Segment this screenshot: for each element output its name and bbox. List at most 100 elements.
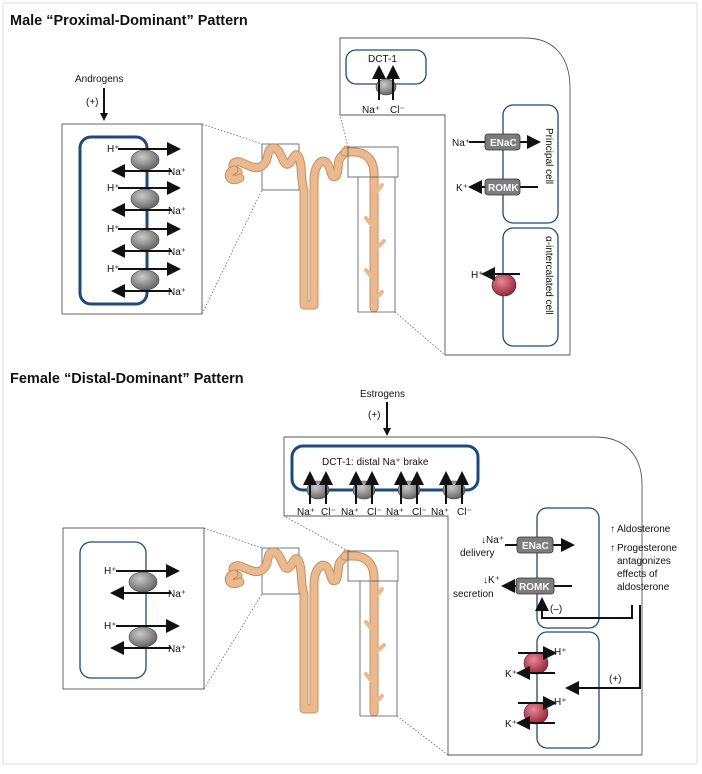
svg-text:Na⁺: Na⁺ (297, 507, 315, 518)
svg-text:Na⁺: Na⁺ (168, 287, 186, 298)
androgens-label: Androgens (75, 74, 123, 85)
svg-text:Cl⁻: Cl⁻ (390, 105, 405, 116)
svg-text:H⁺: H⁺ (554, 647, 567, 658)
female-enac-channel: ENaC ↓Na⁺ delivery (460, 535, 575, 559)
svg-text:Cl⁻: Cl⁻ (367, 507, 382, 518)
female-ncc-transporter-4: Na⁺ Cl⁻ (431, 471, 472, 518)
inhibition-arrow (535, 597, 633, 619)
progesterone-up-arrow: ↑ (610, 543, 615, 554)
female-cd-highlight-box (359, 581, 398, 717)
androgens-effect: (+) (86, 97, 99, 108)
female-dct-label: DCT-1: distal Na⁺ brake (322, 457, 429, 468)
svg-text:H⁺: H⁺ (107, 224, 120, 235)
female-title: Female “Distal-Dominant” Pattern (10, 371, 244, 387)
svg-text:ENaC: ENaC (522, 541, 549, 552)
stimulation-label: (+) (609, 674, 622, 685)
svg-text:delivery: delivery (460, 548, 494, 559)
male-dct-label: DCT-1 (368, 54, 397, 65)
male-pt-cell (78, 135, 149, 306)
svg-text:H⁺: H⁺ (554, 697, 567, 708)
svg-text:K⁺: K⁺ (505, 719, 517, 730)
svg-text:Na⁺: Na⁺ (168, 167, 186, 178)
male-exchanger-4: H⁺ Na⁺ (107, 262, 186, 298)
female-zoom-line-cd (396, 715, 449, 756)
svg-text:K⁺: K⁺ (505, 669, 517, 680)
male-title: Male “Proximal-Dominant” Pattern (10, 13, 248, 29)
aldosterone-up-arrow: ↑ (610, 524, 615, 535)
male-proximal-tubule-panel: H⁺ Na⁺ H⁺ Na⁺ H⁺ Na⁺ H⁺ Na⁺ (61, 123, 203, 315)
svg-text:secretion: secretion (453, 589, 494, 600)
female-principal-cell (536, 507, 600, 629)
female-zoom-line-dct (283, 515, 349, 552)
svg-text:Cl⁻: Cl⁻ (321, 507, 336, 518)
svg-text:Cl⁻: Cl⁻ (412, 507, 427, 518)
male-cd-highlight-box (357, 177, 396, 313)
female-pt-cell (79, 541, 147, 679)
female-ncc-transporter-3: Na⁺ Cl⁻ (386, 471, 427, 518)
male-dct-highlight-box (347, 146, 399, 178)
progesterone-note-line4: aldosterone (617, 582, 670, 593)
female-hk-atpase-2: H⁺ K⁺ (505, 696, 567, 730)
svg-text:Cl⁻: Cl⁻ (457, 507, 472, 518)
estrogens-effect: (+) (368, 410, 381, 421)
female-zoom-line-left-top (203, 527, 263, 549)
svg-text:H⁺: H⁺ (107, 183, 120, 194)
progesterone-note-line3: effects of (617, 569, 658, 580)
male-distal-panel: DCT-1 Na⁺ Cl⁻ Principal cell ENaC Na⁺ RO… (339, 37, 571, 356)
svg-text:Na⁺: Na⁺ (362, 105, 380, 116)
female-nephron (224, 547, 399, 717)
male-ncc-transporter (375, 78, 397, 96)
svg-text:Na⁺: Na⁺ (341, 507, 359, 518)
male-principal-label: Principal cell (543, 128, 554, 184)
svg-text:Na⁺: Na⁺ (452, 138, 470, 149)
male-zoom-line-dct (339, 114, 349, 148)
male-exchanger-1: H⁺ Na⁺ (107, 142, 186, 178)
romk-inhibition-label: (–) (550, 604, 562, 615)
svg-text:↓Na⁺: ↓Na⁺ (481, 535, 504, 546)
male-zoom-line-cd (394, 311, 446, 356)
female-ncc-transporter-1: Na⁺ Cl⁻ (297, 471, 336, 518)
female-intercalated-cell (536, 631, 600, 749)
male-intercalated-label: α-intercalated cell (543, 236, 554, 315)
progesterone-note-line1: Progesterone (617, 543, 677, 554)
female-exchanger-1: H⁺ Na⁺ (104, 564, 186, 600)
male-enac-channel: ENaC Na⁺ (452, 133, 541, 151)
female-distal-panel: DCT-1: distal Na⁺ brake Na⁺ Cl⁻ Na⁺ Cl⁻ … (283, 436, 643, 756)
svg-text:Na⁺: Na⁺ (168, 206, 186, 217)
svg-text:ROMK: ROMK (519, 582, 550, 593)
female-ncc-transporter-2: Na⁺ Cl⁻ (341, 471, 382, 518)
aldosterone-note: Aldosterone (617, 524, 671, 535)
male-zoom-line-left-bottom (201, 189, 263, 315)
hormone-notes: ↑ Aldosterone ↑ Progesterone antagonizes… (610, 524, 677, 593)
male-exchanger-3: H⁺ Na⁺ (107, 222, 186, 258)
figure-frame (2, 2, 698, 765)
svg-text:Na⁺: Na⁺ (386, 507, 404, 518)
male-zoom-line-left-top (201, 123, 263, 145)
estrogens-label: Estrogens (360, 389, 405, 400)
male-romk-channel: ROMK K⁺ (456, 178, 538, 196)
stimulation-arrow (565, 605, 641, 695)
svg-text:H⁺: H⁺ (104, 566, 117, 577)
svg-text:ENaC: ENaC (490, 138, 517, 149)
svg-text:H⁺: H⁺ (471, 270, 484, 281)
female-zoom-line-left-bottom (203, 593, 263, 690)
svg-text:H⁺: H⁺ (107, 144, 120, 155)
svg-text:H⁺: H⁺ (107, 264, 120, 275)
female-dct-cell (290, 444, 480, 492)
svg-text:Na⁺: Na⁺ (431, 507, 449, 518)
svg-text:Na⁺: Na⁺ (168, 247, 186, 258)
svg-text:H⁺: H⁺ (104, 621, 117, 632)
svg-text:Na⁺: Na⁺ (168, 589, 186, 600)
female-hk-atpase-1: H⁺ K⁺ (505, 646, 567, 680)
male-exchanger-2: H⁺ Na⁺ (107, 181, 186, 217)
female-exchanger-2: H⁺ Na⁺ (104, 619, 186, 655)
svg-text:ROMK: ROMK (488, 183, 519, 194)
male-nephron (224, 143, 399, 313)
svg-text:Na⁺: Na⁺ (168, 644, 186, 655)
male-proton-atpase: H⁺ (471, 267, 520, 297)
female-romk-channel: ROMK ↓K⁺ secretion (453, 575, 572, 600)
female-proximal-tubule-panel: H⁺ Na⁺ H⁺ Na⁺ (62, 527, 205, 690)
svg-text:↓K⁺: ↓K⁺ (483, 575, 500, 586)
